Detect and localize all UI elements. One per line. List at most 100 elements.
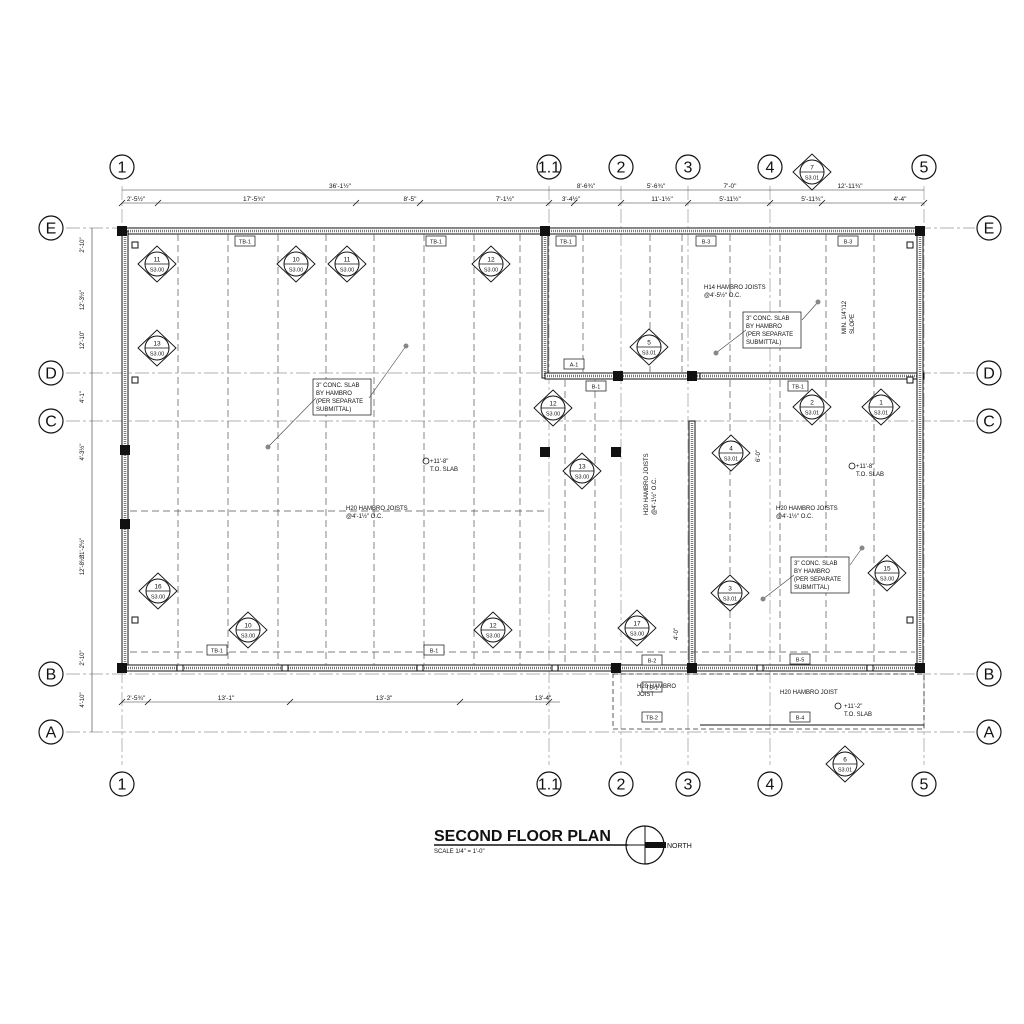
grid-bubble-circle [109, 771, 135, 797]
grid-bubble-circle [757, 771, 783, 797]
grid-bubble-left-D: D [38, 360, 64, 386]
dim-left-2: 12'-10" [80, 331, 86, 350]
grid-bubble-left-C: C [38, 408, 64, 434]
post-11 [866, 664, 874, 672]
beam-tag-5: B-3 [837, 235, 859, 247]
section-tag-number: 6 [843, 757, 847, 764]
note-slope-line-0: MIN. 1/4"/12 [842, 300, 848, 334]
beam-tag-box [787, 380, 809, 392]
grid-bubble-circle [976, 408, 1002, 434]
grid-bubble-top-5: 5 [911, 154, 937, 180]
section-tag-number: 5 [647, 340, 651, 347]
grid-bubble-label: A [984, 725, 995, 742]
post-8 [416, 664, 424, 672]
leader-dot-slab-rt-2 [815, 299, 821, 305]
section-tag-9: 2S3.01 [792, 388, 832, 426]
beam-tag-8: B-1 [585, 380, 607, 392]
section-tag-sheet: S3.01 [805, 176, 819, 182]
grid-bubble-circle [536, 771, 562, 797]
grid-bubble-circle [675, 154, 701, 180]
section-tag-sheet: S3.00 [241, 634, 255, 640]
beam-tag-2: TB-1 [206, 644, 228, 656]
column-3 [117, 663, 127, 673]
grid-bubble-circle [109, 154, 135, 180]
grid-bubble-label: E [46, 221, 57, 238]
section-tag-sheet: S3.00 [630, 632, 644, 638]
dim-top-7: 5'-11¾" [801, 196, 823, 203]
note-dim-4-line-0: 4'-0" [674, 628, 680, 640]
beam-tag-11: B-5 [789, 653, 811, 665]
note-slab-right-top-line-1: BY HAMBRO [746, 324, 782, 330]
note-tos-bottom-line-0: +11'-2" [844, 704, 862, 710]
dim-top-2: 8'-5" [404, 196, 418, 203]
note-joists-b2-line-0: H20 HAMBRO JOIST [780, 690, 838, 696]
grid-bubble-label: 1 [118, 777, 127, 794]
beam-tag-label: B-1 [430, 649, 439, 655]
section-tag-number: 1 [879, 400, 883, 407]
note-slab-right-mid-line-0: 3" CONC. SLAB [794, 561, 837, 567]
grid-bubble-right-E: E [976, 215, 1002, 241]
beam-tag-0: TB-1 [234, 235, 256, 247]
dimension-strings: 36'-1½"8'-6¾"5'-6¾"7'-0"12'-11¾"2'-5½"17… [79, 182, 928, 732]
grid-bubble-label: 3 [684, 777, 693, 794]
grid-bubble-label: E [984, 221, 995, 238]
grid-bubble-circle [38, 360, 64, 386]
grid-bubble-top-4: 4 [757, 154, 783, 180]
grid-bubble-circle [911, 154, 937, 180]
dim-left-3: 4'-1" [80, 391, 86, 403]
north-label: NORTH [667, 843, 692, 850]
leader-dot-slab-rt [713, 350, 719, 356]
grid-bubble-label: A [46, 725, 57, 742]
beam-tag-7: TB-1 [641, 681, 663, 693]
note-joists-top-right-line-0: H14 HAMBRO JOISTS [704, 285, 766, 291]
beam-tag-9: B-2 [641, 654, 663, 666]
note-joists-mid-line-0: H20 HAMBRO JOISTS [644, 453, 650, 515]
column-5 [687, 663, 697, 673]
note-slab-right-mid-box [790, 556, 850, 594]
leader-slab-rt [715, 329, 747, 354]
post-1 [131, 376, 139, 384]
leader-slab-rt-2 [801, 301, 819, 321]
drawing-scale: SCALE 1/4" = 1'-0" [434, 849, 485, 855]
section-tag-18: 6S3.01 [825, 745, 865, 783]
grid-bubble-right-C: C [976, 408, 1002, 434]
beam-tag-1: TB-1 [425, 235, 447, 247]
beam-tag-box [641, 711, 663, 723]
grid-bubble-label: C [983, 414, 995, 431]
note-slab-left-line-1: BY HAMBRO [316, 391, 352, 397]
beam-tag-box [837, 235, 859, 247]
post-2 [131, 616, 139, 624]
leader-slab-rm-2 [849, 547, 863, 566]
post-6 [176, 664, 184, 672]
section-tag-sheet: S3.00 [340, 268, 354, 274]
note-tos-left: +11'-8"T.O. SLAB [430, 459, 458, 473]
beam-tag-box [641, 654, 663, 666]
note-slope-line-1: SLOPE [850, 314, 856, 334]
leader-slab-rm [762, 574, 795, 600]
beam-tag-13: B-1 [423, 644, 445, 656]
grid-bubble-label: 4 [766, 777, 775, 794]
dim-tick-7 [684, 199, 692, 207]
grid-bubble-left-B: B [38, 661, 64, 687]
dim-tick-4 [545, 199, 553, 207]
wall-grid3 [688, 420, 696, 669]
post-4 [906, 376, 914, 384]
beam-tag-box [789, 711, 811, 723]
section-tag-number: 16 [154, 584, 162, 591]
grid-bubble-bottom-3: 3 [675, 771, 701, 797]
dim-tick-10 [920, 199, 928, 207]
note-tos-bottom-line-1: T.O. SLAB [844, 712, 872, 718]
column-7 [613, 371, 623, 381]
beam-tag-box [641, 681, 663, 693]
drawing-title: SECOND FLOOR PLAN [434, 828, 611, 845]
grid-bubble-circle [38, 719, 64, 745]
grid-bubble-label: 5 [920, 160, 929, 177]
note-slab-right-mid-line-3: SUBMITTAL) [794, 585, 829, 591]
section-tag-number: 2 [810, 400, 814, 407]
